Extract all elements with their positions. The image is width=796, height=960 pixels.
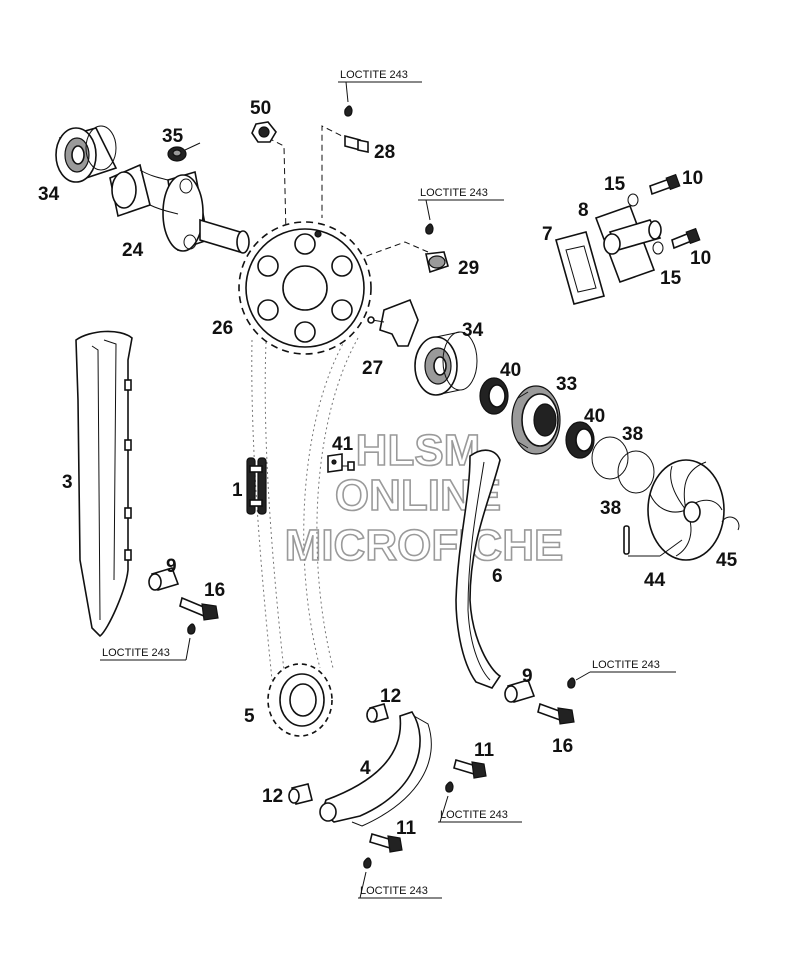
- part-34-bearing-lower: [414, 331, 478, 396]
- callout-11-upper: 11: [474, 740, 495, 761]
- part-11-bolt-upper: [445, 758, 487, 793]
- part-10-bolts: [649, 173, 701, 250]
- callout-38-lower: 38: [600, 498, 621, 519]
- watermark-line-3: MICROFICHE: [285, 521, 564, 570]
- callout-45: 45: [716, 550, 738, 571]
- loctite-label-1: LOCTITE 243: [340, 69, 408, 81]
- part-50-nut: [251, 121, 277, 143]
- part-34-bearing-upper: [55, 125, 118, 183]
- part-33-seal-ring: [511, 385, 561, 455]
- callout-28: 28: [374, 142, 395, 163]
- part-24-camshaft: [109, 163, 250, 254]
- part-8-chain-tensioner: [594, 204, 662, 284]
- callout-44: 44: [644, 570, 666, 591]
- part-4-guide-rail: [319, 711, 432, 827]
- callout-6: 6: [492, 566, 503, 587]
- callout-16-right: 16: [552, 736, 573, 757]
- callout-5: 5: [244, 706, 255, 727]
- part-27-tensioner-guide: [367, 298, 419, 347]
- part-12-bushing-upper: [366, 703, 389, 723]
- callout-34-upper: 34: [38, 184, 60, 205]
- part-16-bolt-right: [537, 677, 576, 725]
- callout-50: 50: [250, 98, 271, 119]
- part-28-bolt: [344, 105, 369, 153]
- watermark-line-1: HLSM: [356, 426, 481, 475]
- callout-12-lower: 12: [262, 786, 283, 807]
- timing-chain-path: [251, 337, 359, 681]
- part-6-chain-guide-right: [455, 449, 502, 689]
- loctite-label-3: LOCTITE 243: [102, 647, 170, 659]
- loctite-label-4: LOCTITE 243: [592, 659, 660, 671]
- callout-9-right: 9: [522, 666, 533, 687]
- part-40-seal-lower: [565, 421, 595, 459]
- part-3-chain-guide-left: [75, 330, 133, 638]
- part-5-crank-sprocket: [267, 663, 333, 737]
- part-16-bolt-left: [179, 596, 219, 635]
- part-26-cam-sprocket: [238, 221, 372, 355]
- callout-1: 1: [232, 480, 243, 501]
- part-40-seal-upper: [479, 377, 509, 415]
- part-29-bolt: [425, 223, 449, 274]
- callout-40-lower: 40: [584, 406, 605, 427]
- callout-10-lower: 10: [690, 248, 711, 269]
- part-9-bushing-right: [504, 679, 536, 703]
- callout-8: 8: [578, 200, 589, 221]
- part-1-chain-link: [246, 457, 267, 515]
- part-11-bolt-lower: [363, 832, 403, 869]
- callout-4: 4: [360, 758, 371, 779]
- callout-24: 24: [122, 240, 144, 261]
- part-41-plate: [327, 453, 355, 473]
- callout-16-left: 16: [204, 580, 225, 601]
- callout-9-left: 9: [166, 556, 177, 577]
- callout-34-lower: 34: [462, 320, 484, 341]
- part-9-bushing-left: [148, 567, 180, 591]
- part-35-nut: [167, 142, 201, 162]
- callout-27: 27: [362, 358, 383, 379]
- part-38-o-rings: [591, 436, 655, 494]
- assembly-leader-lines: [267, 125, 429, 330]
- callout-15-upper: 15: [604, 174, 626, 195]
- callout-33: 33: [556, 374, 577, 395]
- loctite-label-2: LOCTITE 243: [420, 187, 488, 199]
- callout-7: 7: [542, 224, 553, 245]
- callout-10-upper: 10: [682, 168, 703, 189]
- callout-15-lower: 15: [660, 268, 682, 289]
- part-12-bushing-lower: [288, 783, 313, 805]
- callout-11-lower: 11: [396, 818, 417, 839]
- part-44-impeller: [623, 459, 725, 561]
- callout-26: 26: [212, 318, 233, 339]
- loctite-notes: LOCTITE 243 LOCTITE 243 LOCTITE 243 LOCT…: [100, 69, 676, 899]
- part-45-circlip: [721, 516, 740, 531]
- loctite-label-6: LOCTITE 243: [360, 885, 428, 897]
- loctite-label-5: LOCTITE 243: [440, 809, 508, 821]
- part-7-gasket: [555, 231, 605, 305]
- callout-38-upper: 38: [622, 424, 643, 445]
- callout-29: 29: [458, 258, 479, 279]
- callout-40-upper: 40: [500, 360, 521, 381]
- callout-3: 3: [62, 472, 73, 493]
- callout-41: 41: [332, 434, 354, 455]
- callout-35: 35: [162, 126, 184, 147]
- callout-12-upper: 12: [380, 686, 401, 707]
- part-15-washers: [627, 193, 664, 255]
- callout-numbers: 50 35 34 28 24 29 26 27 34 15 10 8 7 10 …: [38, 98, 738, 839]
